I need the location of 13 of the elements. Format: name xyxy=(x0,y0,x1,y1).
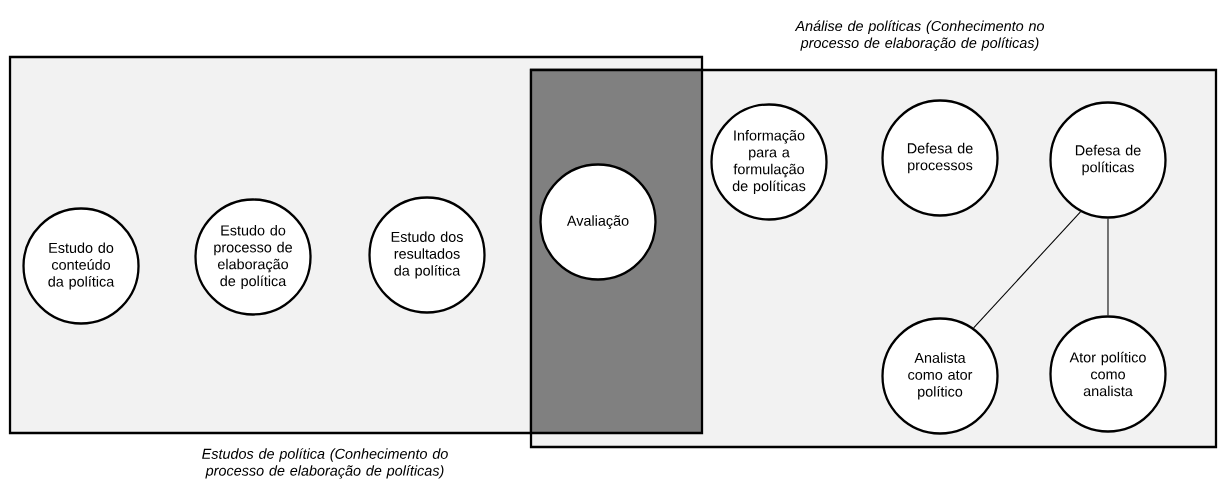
circle-node: Defesa de processos xyxy=(881,99,999,217)
circle-node: Estudo do processo de elaboração de política xyxy=(194,198,312,316)
node-label: Análise de políticas (Conhecimento no processo de elaboração de políticas) xyxy=(794,20,1045,51)
circle-node: Avaliação xyxy=(539,163,657,281)
connector-line xyxy=(1107,218,1109,316)
circle-node: Informação para a formulação de políticas xyxy=(710,103,828,221)
circle-node: Defesa de políticas xyxy=(1049,101,1167,219)
connector-line xyxy=(973,211,1081,329)
circle-node: Estudo do conteúdo da política xyxy=(22,207,140,325)
circle-node: Ator político como analista xyxy=(1049,315,1167,433)
circle-node: Analista como ator político xyxy=(881,317,999,435)
node-label: Estudos de política (Conhecimento do processo de elaboração de políticas) xyxy=(202,448,448,479)
circle-node: Estudo dos resultados da política xyxy=(368,196,486,314)
